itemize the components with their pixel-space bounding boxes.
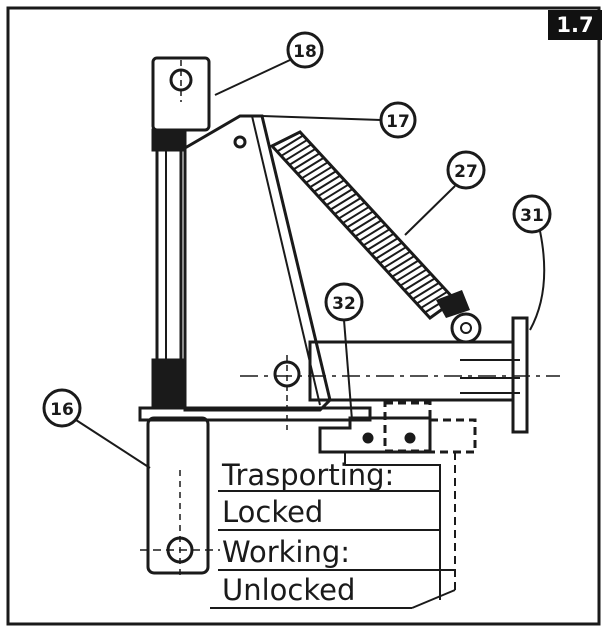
arm-31 (240, 316, 560, 434)
svg-text:27: 27 (454, 162, 478, 182)
svg-text:18: 18 (293, 42, 317, 62)
spring-coil (317, 179, 345, 198)
spring-coil (313, 174, 341, 193)
spring-coil (358, 224, 386, 242)
spring-coil (366, 233, 394, 251)
spring-coil (420, 291, 448, 309)
label-unlocked: Unlocked (222, 573, 355, 607)
spring-coil (297, 156, 325, 175)
svg-text:16: 16 (50, 400, 74, 420)
lower-cylinder-16 (140, 416, 220, 575)
spring-27 (269, 130, 482, 344)
svg-text:17: 17 (386, 112, 410, 132)
spring-coil (346, 210, 374, 229)
callout-32: 32 (324, 282, 364, 421)
spring-coil (280, 139, 308, 157)
spring-coil (284, 143, 312, 162)
spring-coil (329, 192, 357, 211)
label-locked: Locked (222, 495, 323, 529)
spring-coil (276, 134, 304, 153)
page-number-badge: 1.7 (548, 10, 602, 40)
outer-border (6, 6, 601, 626)
spring-coil (375, 241, 403, 260)
svg-text:32: 32 (332, 294, 356, 314)
svg-text:31: 31 (520, 206, 544, 226)
spring-coil (407, 277, 435, 296)
spring-coil (399, 268, 427, 287)
spring-coil (412, 282, 440, 300)
spring-coil (338, 201, 366, 220)
callout-27: 27 (404, 150, 486, 236)
spring-coil (416, 286, 444, 305)
label-block: Trasporting: Locked Working: Unlocked (210, 458, 456, 609)
callout-17: 17 (261, 101, 417, 139)
spring-coil (288, 148, 316, 166)
label-working: Working: (222, 535, 350, 569)
base-plate (138, 406, 372, 422)
spring-coil (305, 165, 333, 184)
spring-coil (371, 237, 399, 256)
spring-coil (362, 228, 390, 247)
spring-coil (293, 152, 321, 171)
callout-18: 18 (214, 31, 324, 96)
spring-coil (301, 161, 329, 180)
latch-32 (318, 401, 477, 600)
label-transporting: Trasporting: (221, 458, 394, 492)
spring-coil (325, 188, 353, 207)
callout-16: 16 (42, 388, 151, 469)
upper-cylinder-18 (151, 56, 211, 407)
spring-coil (379, 246, 407, 265)
spring-coil (383, 250, 411, 269)
spring-coil (309, 170, 337, 189)
spring-coil (334, 197, 362, 215)
spring-coil (391, 259, 419, 278)
spring-coil (342, 206, 370, 224)
spring-coil (321, 183, 349, 202)
callout-31: 31 (512, 194, 552, 331)
spring-coil (403, 273, 431, 292)
spring-coil (354, 219, 382, 238)
spring-coil (350, 215, 378, 233)
spring-coil (387, 255, 415, 274)
spring-coil (395, 264, 423, 283)
